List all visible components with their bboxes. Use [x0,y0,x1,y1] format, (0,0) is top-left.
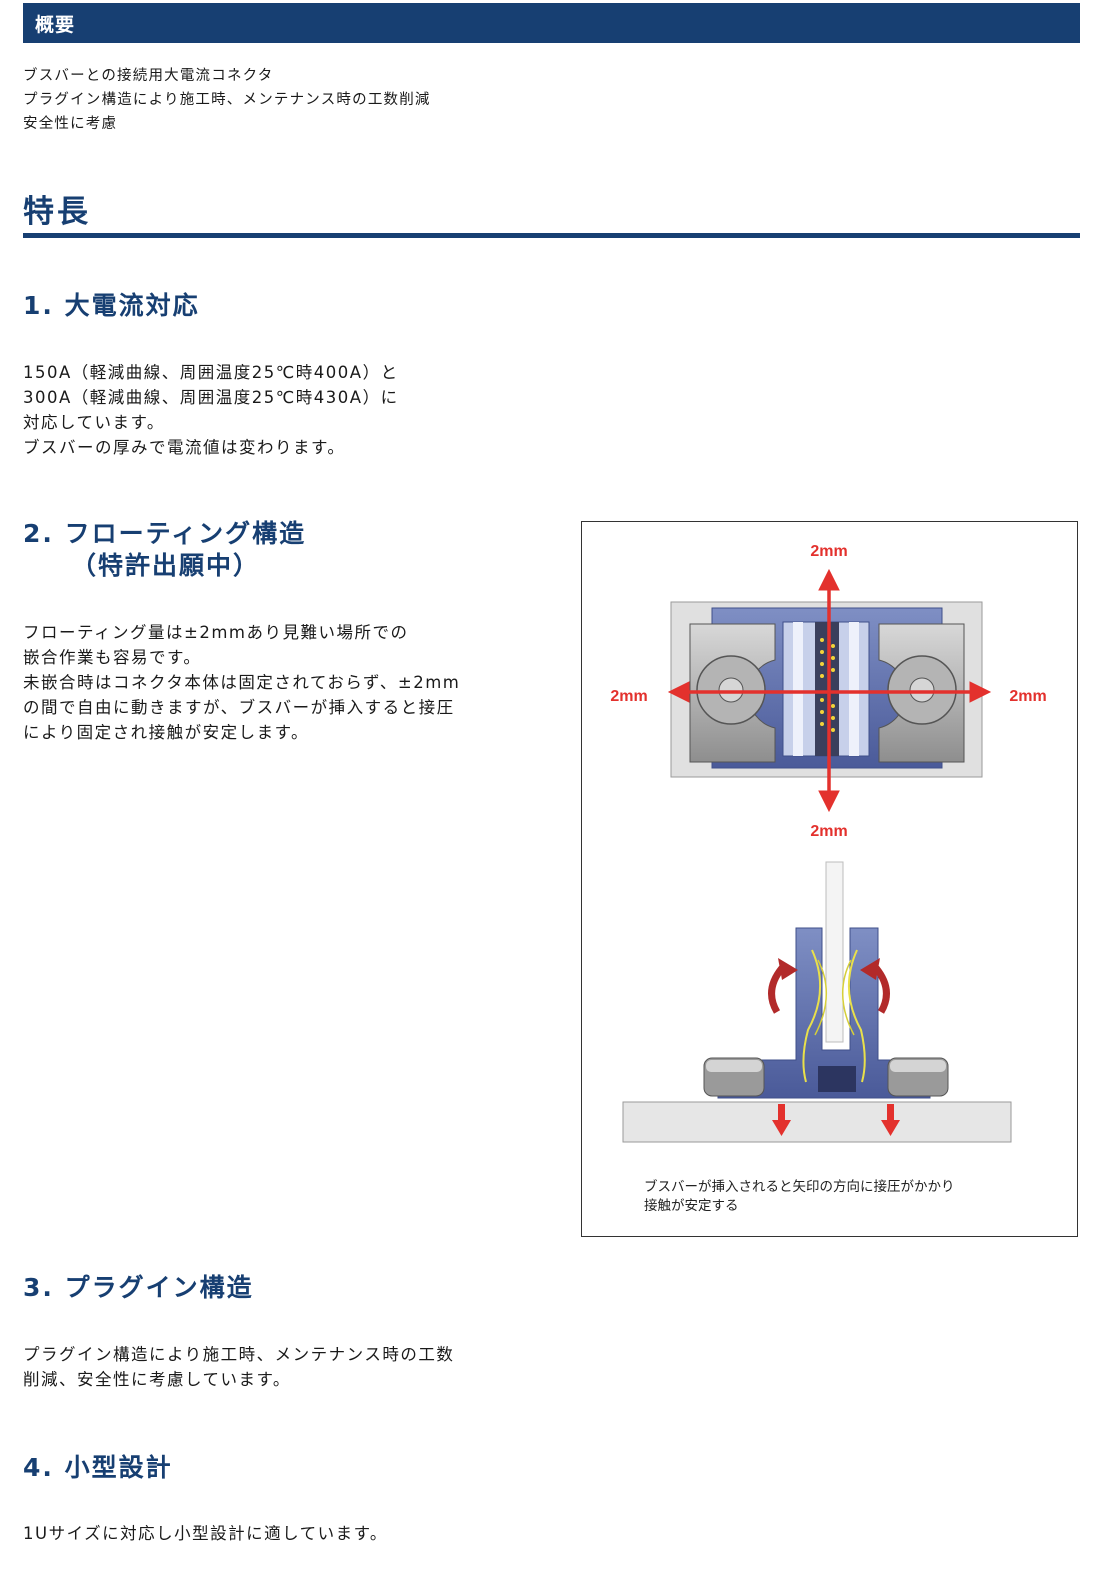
body-line: 削減、安全性に考慮しています。 [23,1370,291,1389]
body-line: 未嵌合時はコネクタ本体は固定されておらず、±2mm [23,673,461,692]
overview-line: プラグイン構造により施工時、メンテナンス時の工数削減 [23,92,431,108]
section-4-heading: 4. 小型設計 [23,1452,173,1484]
body-line: プラグイン構造により施工時、メンテナンス時の工数 [23,1345,455,1364]
body-line: 対応しています。 [23,413,165,432]
overview-header-bar: 概要 [23,3,1080,43]
figure-label-top: 2mm [810,543,847,560]
caption-line: ブスバーが挿入されると矢印の方向に接圧がかかり [644,1179,955,1195]
section-heading-line: 4. 小型設計 [23,1453,173,1482]
figure-label-right: 2mm [1009,688,1046,705]
section-3-heading: 3. プラグイン構造 [23,1272,254,1304]
section-3-body: プラグイン構造により施工時、メンテナンス時の工数 削減、安全性に考慮しています。 [23,1342,454,1392]
section-heading-subline: （特許出願中） [71,551,261,580]
section-4-body: 1Uサイズに対応し小型設計に適しています。 [23,1521,388,1546]
features-divider [23,233,1080,238]
figure-label-bottom: 2mm [810,823,847,840]
section-1-body: 150A（軽減曲線、周囲温度25℃時400A）と 300A（軽減曲線、周囲温度2… [23,360,399,460]
features-title: 特長 [23,194,91,230]
section-2-heading: 2. フローティング構造 （特許出願中） [23,518,306,582]
figure-caption: ブスバーが挿入されると矢印の方向に接圧がかかり 接触が安定する [644,1178,955,1216]
overview-line: 安全性に考慮 [23,116,118,132]
body-line: により固定され接触が安定します。 [23,723,310,742]
figure-label-left: 2mm [610,688,647,705]
body-line: 150A（軽減曲線、周囲温度25℃時400A）と [23,363,399,382]
body-line: 300A（軽減曲線、周囲温度25℃時430A）に [23,388,399,407]
body-line: フローティング量は±2mmあり見難い場所での [23,623,409,642]
connector-top-view [670,601,983,778]
section-heading-line: 1. 大電流対応 [23,291,200,320]
overview-line: ブスバーとの接続用大電流コネクタ [23,68,274,84]
section-heading-line: 2. フローティング構造 [23,519,307,548]
overview-heading: 概要 [35,14,76,36]
floating-direction-arrows [667,568,992,813]
section-1-heading: 1. 大電流対応 [23,290,200,322]
connector-cross-section [622,861,1012,1143]
caption-line: 接触が安定する [644,1198,739,1214]
overview-list: ブスバーとの接続用大電流コネクタ プラグイン構造により施工時、メンテナンス時の工… [23,64,431,136]
body-line: ブスバーの厚みで電流値は変わります。 [23,438,346,457]
section-heading-line: 3. プラグイン構造 [23,1273,254,1302]
section-2-body: フローティング量は±2mmあり見難い場所での 嵌合作業も容易です。 未嵌合時はコ… [23,620,460,745]
body-line: 嵌合作業も容易です。 [23,648,202,667]
body-line: 1Uサイズに対応し小型設計に適しています。 [23,1524,388,1543]
body-line: の間で自由に動きますが、ブスバーが挿入すると接圧 [23,698,455,717]
